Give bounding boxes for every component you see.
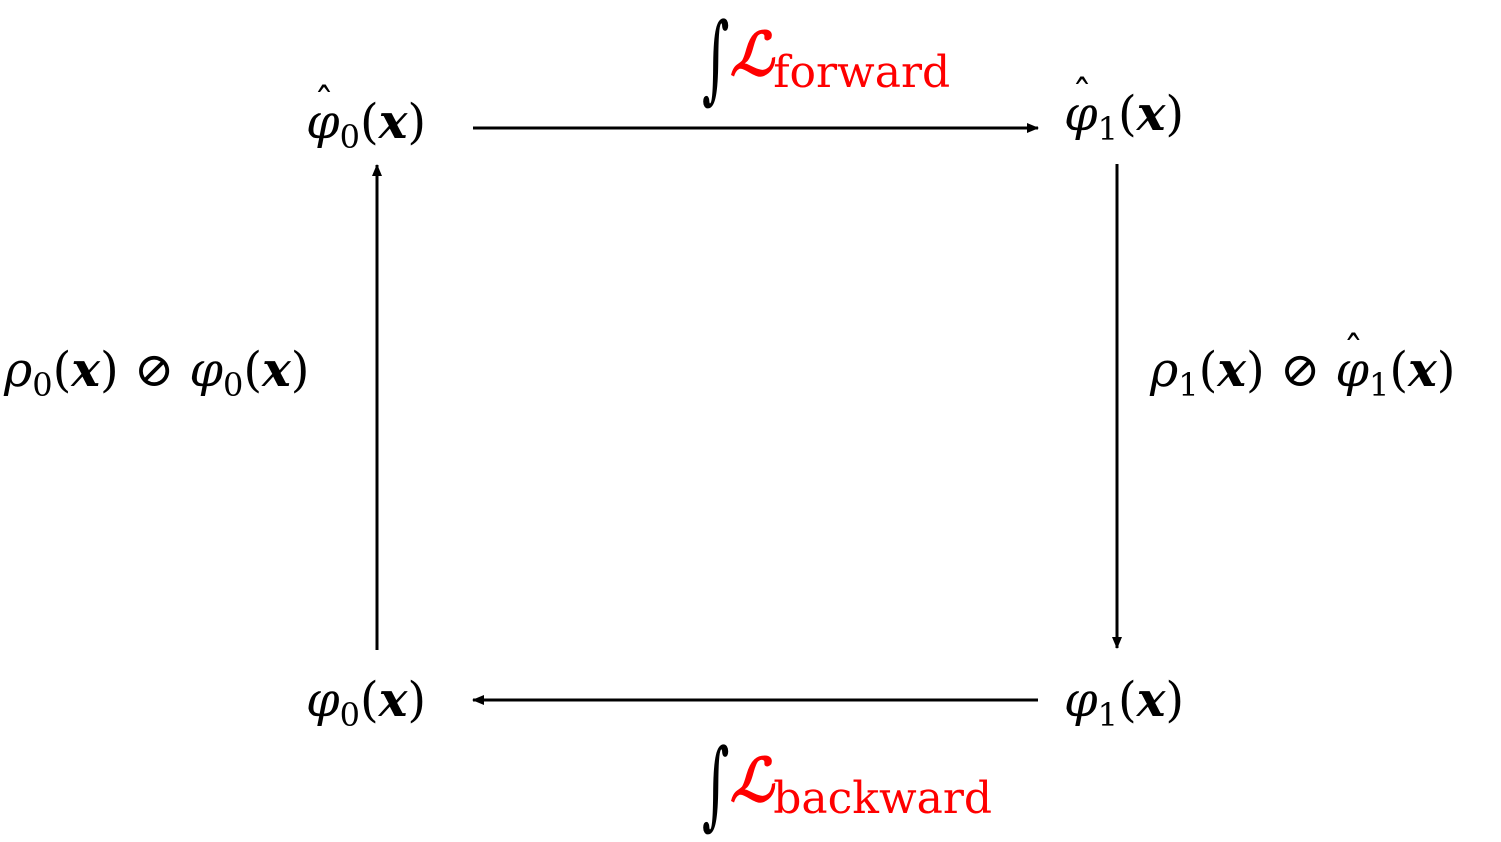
backward-loss: ℒbackward bbox=[730, 746, 993, 824]
oslash-operator: ⊘ bbox=[1279, 342, 1321, 398]
backward-loss-label: ∫ℒbackward bbox=[702, 736, 992, 832]
right-edge-label: ρ1(x) ⊘ φ1(x) bbox=[1150, 332, 1455, 401]
oslash-operator: ⊘ bbox=[133, 342, 175, 398]
node-phi-0: φ0(x) bbox=[306, 672, 427, 734]
phi-hat-symbol: φ bbox=[1064, 76, 1098, 138]
integral-sign: ∫ bbox=[702, 2, 730, 114]
node-phi-1: φ1(x) bbox=[1064, 672, 1185, 734]
phi-hat-symbol: φ bbox=[306, 84, 340, 146]
forward-loss: ℒforward bbox=[730, 20, 951, 98]
node-phi-hat-1: φ1(x) bbox=[1064, 76, 1184, 145]
integral-sign: ∫ bbox=[702, 728, 730, 840]
left-edge-label: ρ0(x) ⊘ φ0(x) bbox=[4, 342, 310, 404]
forward-loss-label: ∫ℒforward bbox=[702, 10, 950, 106]
node-phi-hat-0: φ0(x) bbox=[306, 84, 426, 153]
